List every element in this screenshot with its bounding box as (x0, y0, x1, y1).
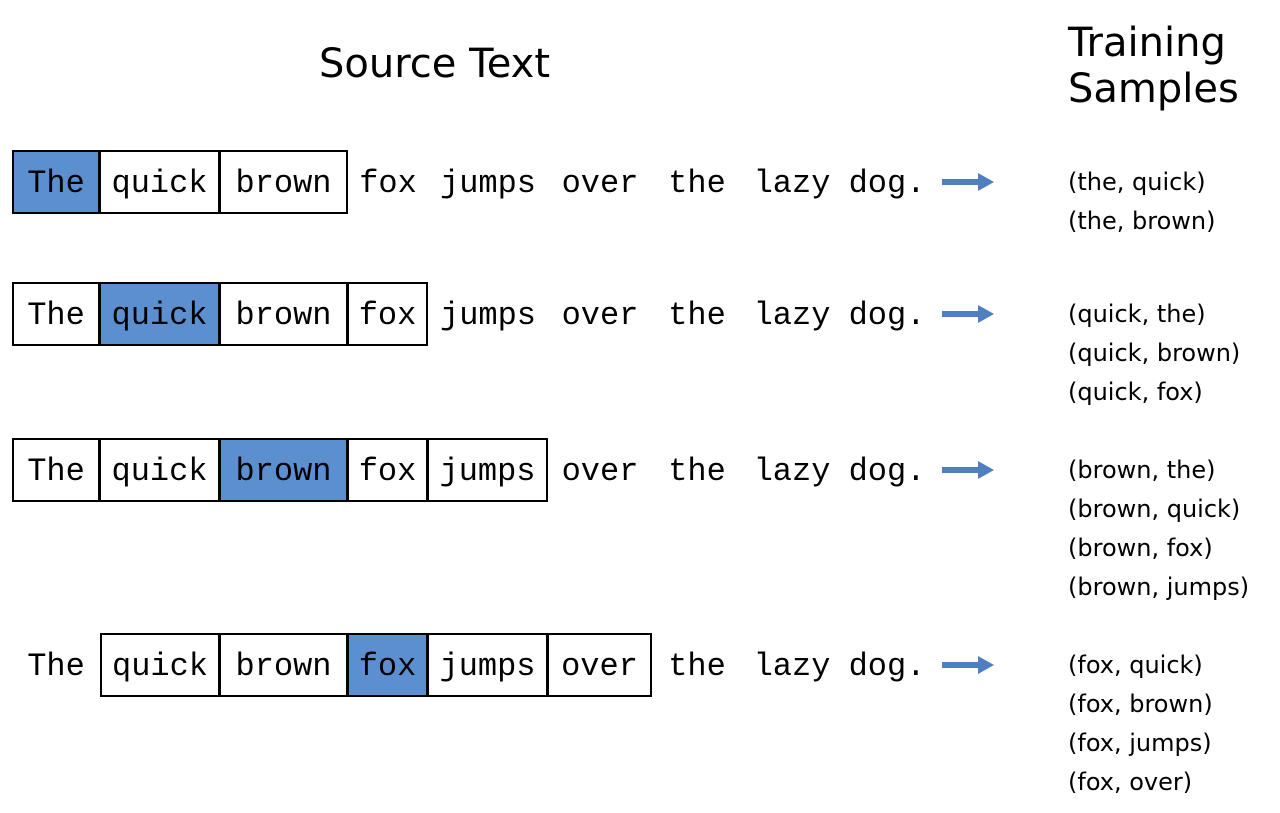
word-token: dog. (848, 297, 926, 334)
right-arrow-icon (942, 305, 994, 323)
training-sample-pair: (the, quick) (1068, 168, 1206, 196)
training-sample-pair: (quick, the) (1068, 300, 1206, 328)
word-token: dog. (848, 165, 926, 202)
context-word-token: jumps (427, 633, 548, 697)
training-sample-pair: (brown, fox) (1068, 534, 1213, 562)
word-token: lazy (753, 648, 831, 685)
word-token: lazy (753, 297, 831, 334)
word-token: over (561, 165, 639, 202)
context-word-token: quick (100, 633, 220, 697)
context-word-token: over (547, 633, 652, 697)
context-word-token: brown (219, 150, 348, 214)
context-word-token: fox (347, 282, 428, 346)
training-sample-pair: (fox, over) (1068, 768, 1193, 796)
word-token: over (561, 297, 639, 334)
word-token: dog. (848, 453, 926, 490)
target-word-token: fox (347, 633, 428, 697)
word-token: the (668, 453, 726, 490)
target-word-token: The (12, 150, 100, 214)
word-token: lazy (753, 453, 831, 490)
context-word-token: quick (99, 150, 220, 214)
training-sample-pair: (brown, jumps) (1068, 573, 1250, 601)
context-word-token: fox (347, 438, 428, 502)
training-samples-list: (the, quick) (the, brown) (1068, 163, 1215, 241)
right-arrow-icon (942, 656, 994, 674)
word-token: dog. (848, 648, 926, 685)
training-samples-list: (fox, quick) (fox, brown) (fox, jumps) (fox… (1068, 646, 1213, 802)
training-samples-list: (quick, the) (quick, brown) (quick, fox) (1068, 295, 1240, 412)
source-text-title: Source Text (319, 41, 550, 87)
training-samples-title: Training Samples (1068, 20, 1239, 112)
right-arrow-icon (942, 461, 994, 479)
context-word-token: brown (219, 633, 348, 697)
training-sample-pair: (brown, quick) (1068, 495, 1241, 523)
word-token: the (668, 165, 726, 202)
word-token: over (561, 453, 639, 490)
training-title-line1: Training (1068, 20, 1226, 66)
context-word-token: jumps (427, 438, 548, 502)
target-word-token: quick (99, 282, 220, 346)
word-token: the (668, 648, 726, 685)
training-title-line2: Samples (1068, 66, 1239, 112)
word-token: jumps (439, 165, 536, 202)
training-sample-pair: (fox, jumps) (1068, 729, 1212, 757)
training-sample-pair: (the, brown) (1068, 207, 1216, 235)
context-word-token: The (12, 282, 100, 346)
training-samples-list: (brown, the) (brown, quick) (brown, fox) (b… (1068, 451, 1249, 607)
training-sample-pair: (quick, fox) (1068, 378, 1203, 406)
training-sample-pair: (quick, brown) (1068, 339, 1241, 367)
word-token: the (668, 297, 726, 334)
training-sample-pair: (fox, brown) (1068, 690, 1213, 718)
word-token: lazy (753, 165, 831, 202)
word-token: The (27, 648, 85, 685)
context-word-token: The (12, 438, 100, 502)
target-word-token: brown (219, 438, 348, 502)
context-word-token: brown (219, 282, 348, 346)
right-arrow-icon (942, 173, 994, 191)
word-token: jumps (439, 297, 536, 334)
training-sample-pair: (brown, the) (1068, 456, 1216, 484)
context-word-token: quick (99, 438, 220, 502)
training-sample-pair: (fox, quick) (1068, 651, 1203, 679)
word-token: fox (359, 165, 417, 202)
